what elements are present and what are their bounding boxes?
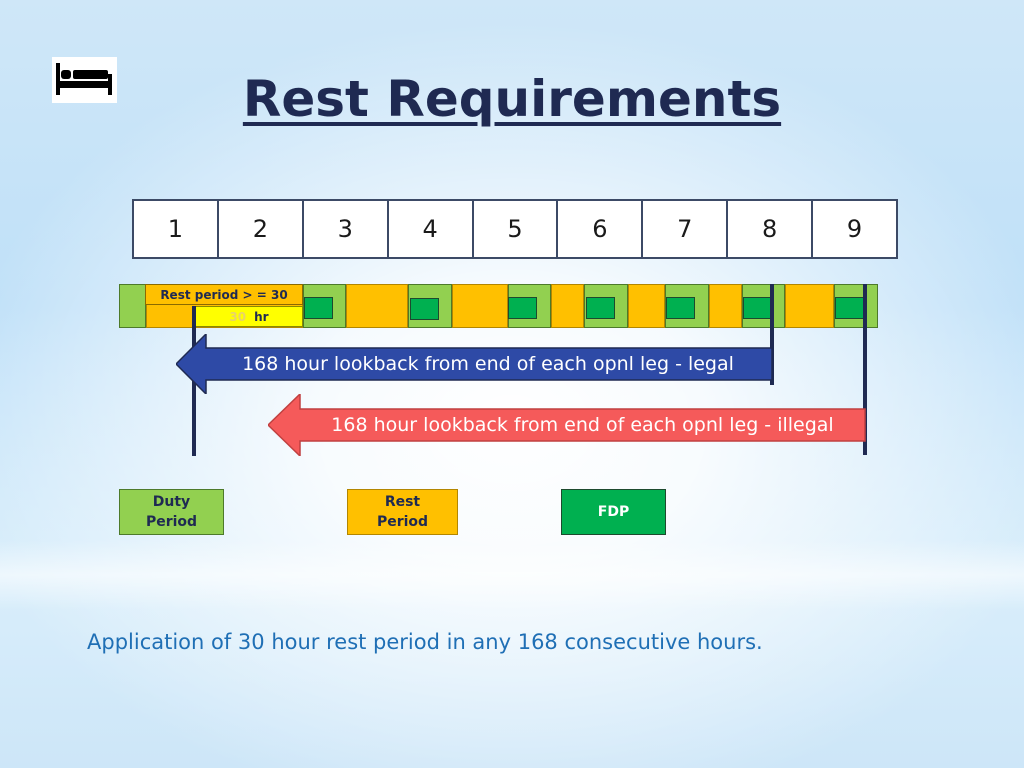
fdp-block [586,297,615,319]
rest-period-segment [709,284,742,328]
fdp-block [666,297,695,319]
illegal-arrow-label: 168 hour lookback from end of each opnl … [331,414,834,436]
rest-hours-unit: hr [254,309,269,324]
slide-title: Rest Requirements [242,70,782,128]
legal-end-line [770,284,774,385]
day-strip: 1 2 3 4 5 6 7 8 9 [132,199,898,259]
day-cell: 4 [389,201,474,257]
fdp-block [304,297,333,319]
illegal-end-line [863,284,867,455]
rest-period-segment [452,284,508,328]
legal-lookback-arrow [176,334,773,394]
day-cell: 6 [558,201,644,257]
day-cell: 2 [219,201,304,257]
legend-fdp: FDP [561,489,666,535]
fdp-block [508,297,537,319]
day-cell: 9 [846,215,863,243]
background-haze [0,540,1024,610]
rest-period-segment [628,284,665,328]
day-cell: 8 [728,201,814,257]
bed-icon [52,57,117,103]
fdp-block [410,298,439,320]
rest-rule-callout: Rest period > = 30 [145,284,303,305]
day-cell: 7 [643,201,729,257]
illegal-lookback-arrow [268,394,866,456]
day-cell: 5 [474,201,559,257]
rest-period-segment [785,284,834,328]
slide-caption: Application of 30 hour rest period in an… [87,630,763,654]
rest-period-segment [551,284,584,328]
fdp-block [835,297,864,319]
rest-hours-callout: 30 hr [195,306,303,327]
legal-arrow-label: 168 hour lookback from end of each opnl … [242,353,734,375]
fdp-block [743,297,772,319]
day-cell: 3 [304,201,389,257]
duty-period-segment [119,284,146,328]
rest-period-segment [346,284,408,328]
day-cell: 1 [134,201,219,257]
legend-rest-period: Rest Period [347,489,458,535]
legend-duty-period: Duty Period [119,489,224,535]
rest-hours-value: 30 [229,309,247,324]
